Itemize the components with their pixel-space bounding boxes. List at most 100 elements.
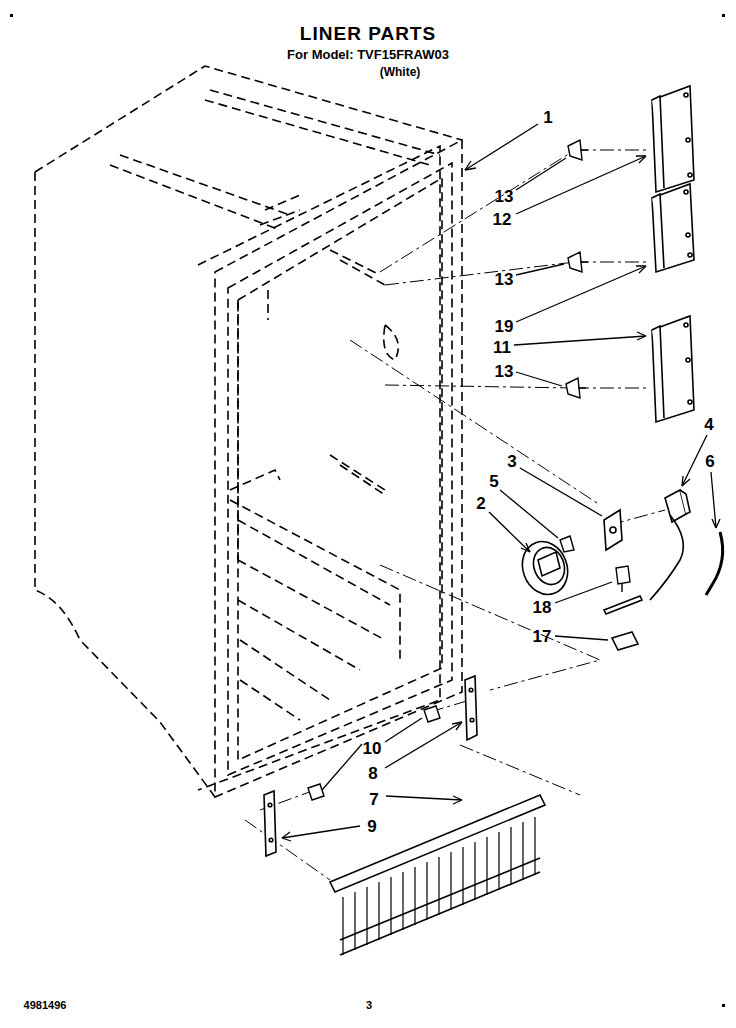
callout-number: 1 — [543, 109, 552, 126]
callout-number: 7 — [369, 791, 378, 808]
callout-number: 17 — [533, 628, 552, 645]
leader-lines-part — [516, 266, 646, 322]
leader-lines-part — [636, 156, 646, 163]
liner-outline-part — [238, 178, 442, 760]
screws-part — [566, 378, 580, 398]
liner-outline-part — [260, 210, 300, 225]
leader-lines — [282, 124, 720, 841]
leader-lines-part — [385, 722, 462, 768]
leader-lines-part — [465, 124, 538, 170]
screws-part — [578, 387, 586, 388]
shelf-supports-part — [686, 233, 690, 237]
shelf-supports-part — [652, 184, 694, 272]
leader-lines-part — [682, 476, 690, 486]
page-footer: 3 — [366, 1000, 372, 1011]
liner-outline-part — [265, 195, 300, 210]
leader-lines-part — [636, 266, 646, 273]
thermostat-parts — [515, 490, 723, 650]
leader-lines-part — [682, 435, 707, 486]
basket-and-brackets-part — [343, 817, 535, 955]
callout-number: 4 — [704, 416, 713, 433]
shelf-supports-part — [652, 96, 664, 188]
screws-part — [560, 536, 574, 552]
leader-lines-part — [516, 264, 564, 275]
shelf-supports — [652, 86, 694, 422]
shelf-supports-part — [688, 173, 692, 177]
thermostat-parts-part — [610, 527, 616, 533]
liner-outline-part — [205, 100, 430, 165]
callout-number: 3 — [507, 453, 516, 470]
basket-and-brackets-part — [340, 872, 540, 955]
dash-dot-guides-part — [380, 150, 575, 272]
thermostat-parts-part — [604, 510, 622, 550]
dash-dot-guides-part — [350, 340, 600, 505]
leader-lines-part — [520, 468, 602, 516]
leader-lines-part — [385, 718, 422, 742]
leader-lines-part — [282, 826, 360, 838]
liner-outline-part — [238, 600, 360, 670]
callout-number: 19 — [495, 318, 514, 335]
leader-lines-part — [555, 636, 608, 640]
leader-lines-part — [465, 161, 476, 170]
leader-lines-part — [322, 744, 362, 790]
liner-outline-part — [35, 172, 215, 797]
leader-lines-part — [516, 156, 646, 214]
basket-and-brackets-part — [268, 803, 272, 807]
screws-part — [568, 140, 582, 160]
liner-outline-part — [267, 290, 269, 320]
liner-outline-part — [110, 165, 280, 230]
callout-number: 5 — [489, 473, 498, 490]
thermostat-parts-part — [515, 535, 575, 601]
dash-dot-guides-part — [575, 262, 650, 263]
callout-number: 8 — [368, 765, 377, 782]
shelf-supports-part — [688, 400, 692, 404]
liner-outline-part — [210, 90, 440, 155]
dash-dot-guides-part — [460, 745, 580, 795]
shelf-supports-part — [686, 138, 690, 142]
callout-number: 13 — [495, 188, 514, 205]
dash-dot-guides-part — [245, 820, 330, 880]
liner-outline-part — [198, 146, 440, 790]
callout-number: 10 — [363, 740, 382, 757]
liner-outline-part — [35, 66, 462, 172]
leader-lines-part — [514, 336, 646, 345]
shelf-supports-part — [652, 316, 694, 422]
diagram-title: LINER PARTS — [300, 24, 436, 43]
thermostat-parts-part — [528, 543, 569, 589]
thermostat-parts-part — [612, 632, 638, 650]
leader-lines-part — [452, 722, 462, 730]
dash-dot-guides-part — [385, 262, 575, 285]
shelf-supports-part — [684, 93, 688, 97]
leader-lines-part — [712, 519, 720, 528]
liner-outline-part — [120, 155, 290, 215]
thermostat-parts-part — [650, 515, 683, 600]
liner-outline-part — [330, 250, 380, 275]
footer-marks-part — [722, 1004, 725, 1007]
callout-number: 13 — [495, 363, 514, 380]
thermostat-parts-part — [680, 490, 690, 514]
leader-lines-part — [555, 582, 612, 603]
shelf-supports-part — [652, 86, 694, 192]
leader-lines-part — [386, 796, 462, 800]
footer-marks-part — [10, 14, 13, 17]
liner-outline-part — [240, 640, 330, 700]
dash-dot-guides-part — [575, 388, 650, 389]
liner-outline-part — [228, 163, 452, 775]
shelf-supports-part — [688, 253, 692, 257]
liner-outline-part — [240, 680, 300, 720]
screws-part — [621, 584, 622, 592]
liner-outline-part — [340, 465, 385, 495]
dash-dot-guides-part — [380, 565, 600, 690]
thermostat-parts-part — [538, 552, 560, 576]
screws-part — [308, 784, 324, 800]
basket-and-brackets-part — [465, 676, 477, 740]
callout-number: 2 — [476, 495, 485, 512]
leader-lines-part — [282, 832, 291, 841]
callout-number: 13 — [495, 271, 514, 288]
screws-part — [580, 149, 588, 150]
leader-lines-part — [516, 372, 562, 386]
callout-number: 18 — [533, 599, 552, 616]
liner-outline-part — [384, 325, 399, 360]
liner-outline-part — [330, 455, 385, 490]
liner-outline — [35, 66, 462, 797]
